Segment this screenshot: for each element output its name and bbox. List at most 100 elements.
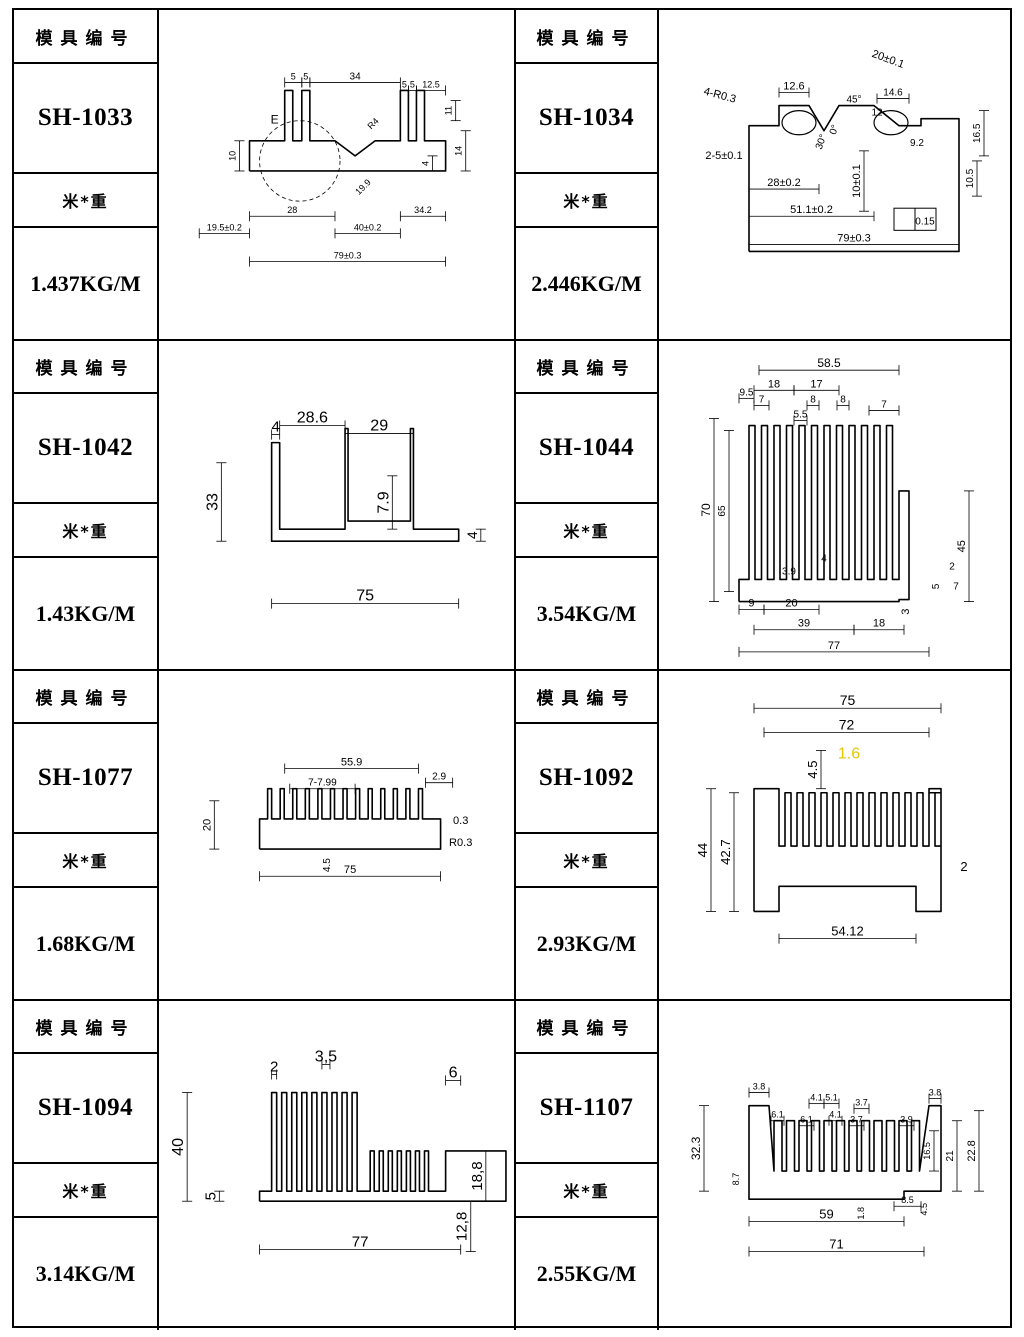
dimension-label: 5 (303, 71, 308, 81)
profile-outline (748, 104, 960, 253)
dimension-label: 6 (449, 1063, 458, 1081)
weight-label: 米*重 (516, 834, 657, 888)
weight-label: 米*重 (14, 834, 157, 888)
dimension-label: 34 (350, 71, 362, 82)
dimension-label: 4-R0.3 (702, 86, 737, 106)
mold-code: SH-1107 (516, 1054, 657, 1164)
dimension-label: 7 (881, 399, 887, 410)
dimension-label: 8.5 (901, 1195, 914, 1205)
dimension-label: 28.6 (297, 408, 328, 426)
weight-label: 米*重 (516, 174, 657, 228)
dimension-label: 16.5 (972, 123, 983, 143)
dimension-label: 8 (840, 394, 846, 405)
dimension-label: 6.1 (771, 1110, 784, 1120)
dimension-label: 12 (871, 108, 883, 119)
dimension-label: 14 (454, 146, 464, 156)
dimension-label: 1.8 (856, 1207, 866, 1220)
dimension-label: 55.9 (341, 757, 363, 769)
dimension-label: 8 (810, 394, 816, 405)
dimension-label: 44 (695, 843, 710, 858)
mold-code: SH-1077 (14, 724, 157, 834)
dimension-label: 42.7 (718, 839, 733, 864)
dimension-label: 20 (201, 819, 213, 831)
dimension-label: 4.1 (829, 1110, 842, 1120)
dimension-label: 12.5 (422, 79, 440, 89)
dimension-label: 3,5 (315, 1047, 337, 1065)
dimension-label: 22.8 (966, 1140, 978, 1162)
weight-label: 米*重 (14, 504, 157, 558)
profile-outline (248, 89, 447, 172)
dimension-label: 4 (421, 161, 431, 166)
dimension-label: 71 (829, 1236, 843, 1251)
dimension-label: 7-7.99 (308, 778, 337, 789)
dimension-label: 10 (227, 151, 237, 161)
row-separator (14, 339, 1010, 341)
dimension-label: 8.7 (731, 1173, 741, 1186)
dimension-label: 28±0.2 (767, 177, 801, 189)
dimension-label: 16.5 (922, 1142, 932, 1160)
dimension-label: 59 (819, 1206, 833, 1221)
dimension-label: 40 (169, 1138, 187, 1156)
dimension-label: 5.5 (794, 409, 808, 420)
dimension-label: 17 (810, 378, 822, 390)
dimension-label: 79±0.3 (837, 232, 871, 244)
dimension-label: 77 (352, 1233, 369, 1250)
dimension-label: 33 (203, 493, 221, 511)
dimension-label: 5 (402, 79, 407, 89)
weight-value: 2.93KG/M (536, 931, 637, 956)
profile-outline (258, 787, 442, 850)
mold-number-label: 模具编号 (14, 1000, 157, 1054)
dimension-label: 3.7 (850, 1115, 863, 1125)
weight-value: 3.14KG/M (35, 1261, 136, 1286)
dimension-label: 4.1 (810, 1093, 823, 1103)
dimension-label: 18 (873, 618, 885, 630)
dimension-label: 10±0.1 (851, 164, 863, 198)
dimension-label: 5 (410, 79, 415, 89)
dimension-label: 4 (821, 553, 827, 564)
dimension-label: 30° (814, 133, 829, 151)
weight-value: 2.446KG/M (531, 271, 642, 296)
dimension-label: 3.9 (782, 566, 796, 577)
dimension-label: 12,8 (454, 1212, 471, 1241)
dimension-label: 10.5 (965, 168, 976, 188)
dimension-label: 39 (798, 618, 810, 630)
row-separator (14, 669, 1010, 671)
mold-number-label: 模具编号 (14, 670, 157, 724)
weight-value: 2.55KG/M (536, 1261, 637, 1286)
dimension-label: 0.15 (915, 216, 935, 227)
profile-outline (753, 787, 942, 913)
dimension-label: 0° (828, 123, 842, 136)
dimension-label: 18,8 (469, 1161, 486, 1190)
profile-outline (270, 427, 460, 543)
dimension-label: 6.1 (800, 1115, 813, 1125)
dimension-label: 29 (370, 417, 388, 435)
weight-label: 米*重 (14, 1164, 157, 1218)
profile-outline (738, 424, 910, 603)
dimension-label: 3.9 (900, 1115, 913, 1125)
